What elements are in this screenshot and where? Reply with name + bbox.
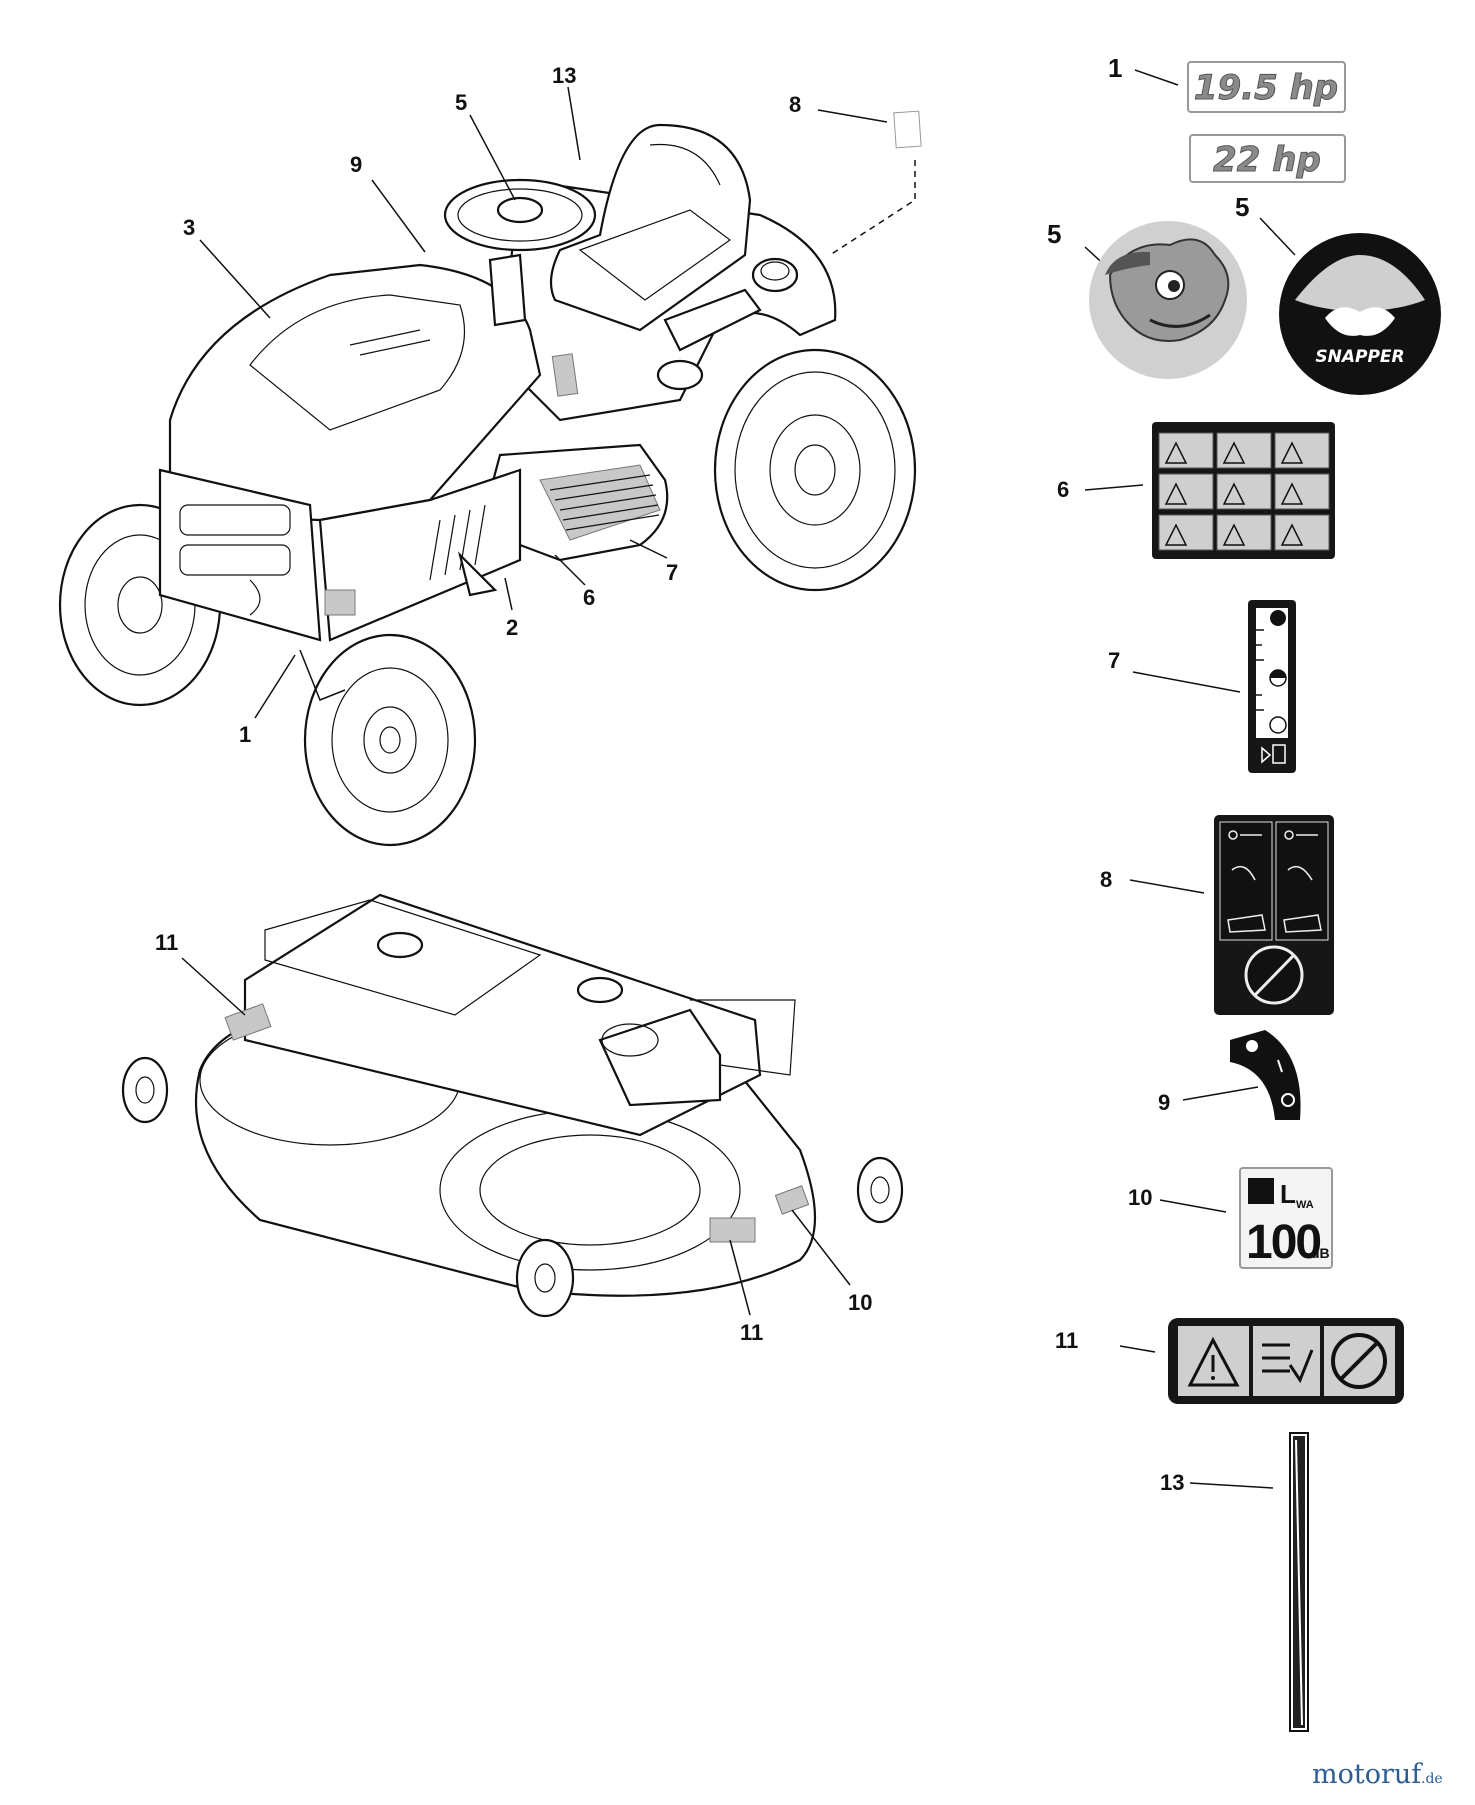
deck-callouts: 11 11 10 bbox=[155, 930, 872, 1345]
callout-7: 7 bbox=[666, 560, 678, 585]
svg-text:100: 100 bbox=[1246, 1216, 1320, 1269]
gauge-wheel-front bbox=[515, 1238, 575, 1318]
gauge-wheel-right bbox=[856, 1156, 904, 1224]
callout-2: 2 bbox=[506, 615, 518, 640]
callout-11-deck: 11 bbox=[155, 930, 178, 955]
callout-13-part: 13 bbox=[1160, 1470, 1184, 1495]
warning-triangle-icon bbox=[1187, 1336, 1240, 1387]
deck-decal-11a bbox=[224, 1003, 272, 1041]
svg-text:dB: dB bbox=[1311, 1245, 1330, 1261]
front-axle bbox=[299, 649, 346, 701]
hood bbox=[158, 263, 542, 642]
throttle-decal bbox=[1230, 1030, 1301, 1120]
rear-wheel bbox=[713, 348, 917, 592]
blade-warning-decal bbox=[1168, 1318, 1404, 1404]
callout-10-part: 10 bbox=[1128, 1185, 1152, 1210]
leader-dashed bbox=[829, 160, 916, 256]
seat bbox=[549, 123, 752, 332]
svg-text:L: L bbox=[1280, 1179, 1296, 1209]
svg-text:.de: .de bbox=[1421, 1771, 1443, 1787]
key-icon bbox=[1227, 830, 1322, 933]
brake-pedal bbox=[457, 551, 498, 597]
callout-13: 13 bbox=[552, 63, 576, 88]
callout-5: 5 bbox=[455, 90, 467, 115]
front-wheel-right bbox=[303, 633, 477, 847]
body-decal bbox=[551, 353, 579, 397]
callout-8: 8 bbox=[789, 92, 801, 117]
footrest-mat bbox=[539, 464, 661, 541]
gauge-wheel-left bbox=[121, 1056, 169, 1124]
deck-decal-11b bbox=[709, 1217, 756, 1243]
fuel-cap bbox=[751, 257, 799, 293]
callout-11-deck-bottom: 11 bbox=[740, 1320, 763, 1345]
svg-text:22 hp: 22 hp bbox=[1213, 140, 1321, 180]
snapper-logo-emblem: SNAPPER bbox=[1279, 233, 1441, 395]
callout-5-part-left: 5 bbox=[1047, 219, 1061, 249]
callout-5-part-right: 5 bbox=[1235, 192, 1249, 222]
callout-1-part: 1 bbox=[1108, 53, 1122, 83]
hp-decal-19-5: 19.5 hp bbox=[1187, 61, 1346, 113]
callout-6-part: 6 bbox=[1057, 477, 1069, 502]
turtle-mascot-emblem bbox=[1089, 221, 1247, 379]
safety-warning-decal bbox=[1152, 422, 1335, 559]
callout-6: 6 bbox=[583, 585, 595, 610]
watermark: motoruf .de bbox=[1312, 1759, 1443, 1790]
strip-decal bbox=[1289, 1432, 1309, 1732]
fuel-pump-icon bbox=[1261, 746, 1272, 764]
side-decal bbox=[324, 589, 356, 616]
fuel-level-decal bbox=[1248, 600, 1296, 773]
control-console bbox=[663, 288, 762, 352]
callout-3: 3 bbox=[183, 215, 195, 240]
svg-text:19.5 hp: 19.5 hp bbox=[1194, 68, 1338, 108]
callout-10-deck: 10 bbox=[848, 1290, 872, 1315]
leader-lines bbox=[181, 69, 1296, 1489]
tractor-illustration bbox=[58, 110, 922, 847]
callout-11-part: 11 bbox=[1055, 1328, 1078, 1353]
tractor-callouts: 13 5 9 3 8 7 6 2 1 bbox=[183, 63, 801, 747]
cup-holder bbox=[656, 359, 704, 391]
callout-8-part: 8 bbox=[1100, 867, 1112, 892]
svg-text:SNAPPER: SNAPPER bbox=[1315, 347, 1404, 367]
mower-deck-illustration bbox=[121, 893, 904, 1318]
parts-callouts: 1 5 5 6 7 8 9 10 11 13 bbox=[1047, 53, 1249, 1495]
hp-decal-22: 22 hp bbox=[1189, 134, 1346, 183]
svg-text:WA: WA bbox=[1296, 1199, 1314, 1211]
warning-triangle-icon bbox=[1164, 441, 1304, 546]
decal-8-marker bbox=[893, 110, 922, 149]
noise-level-decal: L WA 100 dB bbox=[1239, 1167, 1333, 1269]
speaker-icon bbox=[1248, 1178, 1274, 1204]
callout-7-part: 7 bbox=[1108, 648, 1120, 673]
callout-9: 9 bbox=[350, 152, 362, 177]
snapper-turtle-logo-icon bbox=[1295, 255, 1425, 312]
callout-1: 1 bbox=[239, 722, 251, 747]
operation-instructions-decal bbox=[1214, 815, 1334, 1015]
deck-decal-10 bbox=[774, 1185, 810, 1215]
svg-text:motoruf: motoruf bbox=[1312, 1759, 1423, 1790]
steering bbox=[443, 178, 597, 327]
callout-9-part: 9 bbox=[1158, 1090, 1170, 1115]
